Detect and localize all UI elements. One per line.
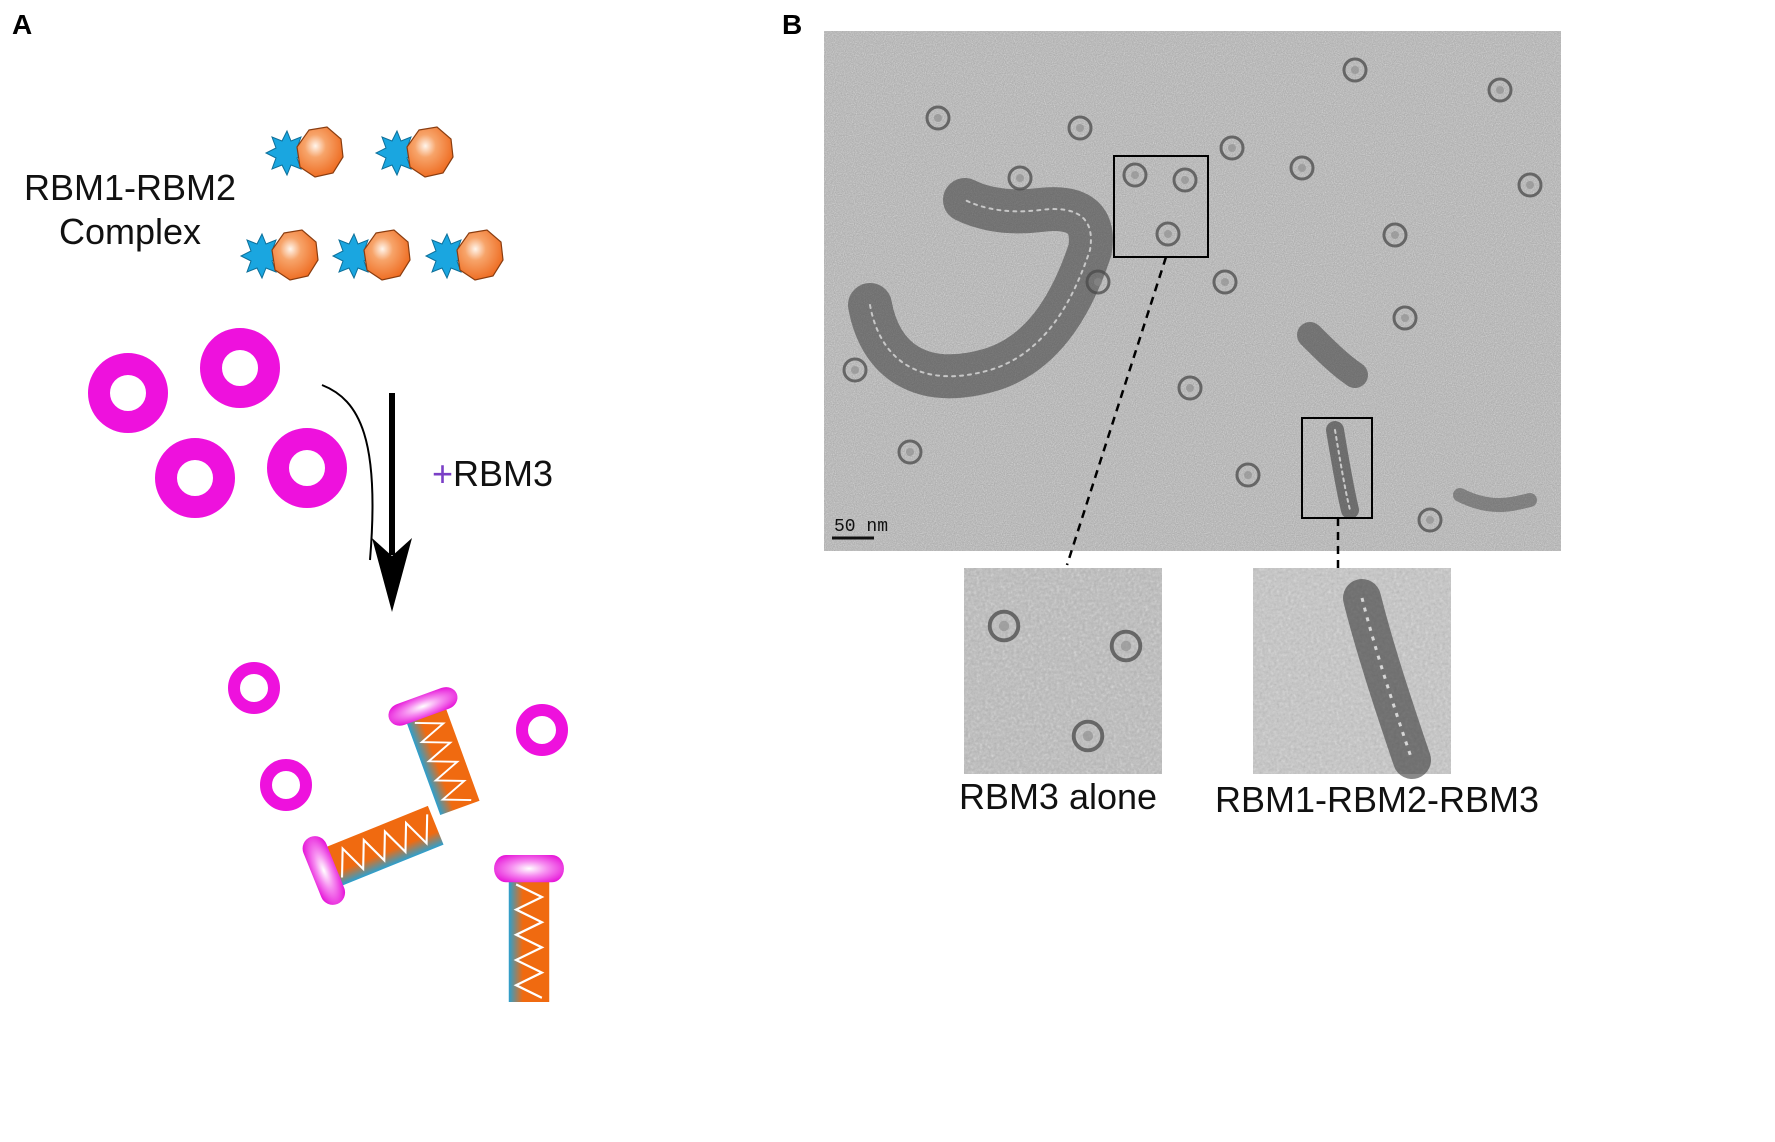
rbm-pair (240, 229, 319, 281)
rbm3-ring (267, 428, 347, 508)
complex-label-line1: RBM1-RBM2 (24, 167, 236, 208)
inset-right-caption: RBM1-RBM2-RBM3 (1215, 779, 1539, 820)
rbm1-rbm2-pairs (240, 126, 504, 281)
inset-left-caption: RBM3 alone (959, 776, 1157, 817)
complex-label-line2: Complex (59, 211, 201, 252)
rbm3-ring (155, 438, 235, 518)
inset-rbm1-rbm2-rbm3 (1253, 568, 1451, 779)
stalk-assembly (297, 790, 451, 910)
rbm3-ring (200, 328, 280, 408)
rbm3-ring (516, 704, 568, 756)
helical-assembly (848, 178, 1537, 519)
rbm3-rings (88, 328, 347, 518)
rbm-pair (265, 126, 344, 178)
rbm3-ring (228, 662, 280, 714)
scale-bar: 50 nm (832, 517, 888, 540)
plus-rbm3-label: +RBM3 (432, 453, 553, 494)
zoom-leader-lines (1065, 256, 1340, 570)
zoom-box-left (1113, 155, 1209, 258)
reaction-arrow (321, 384, 412, 612)
em-micrograph: 50 nm (824, 31, 1561, 551)
scale-bar-label: 50 nm (834, 517, 888, 537)
rbm-pair (332, 229, 411, 281)
rbm-pair (375, 126, 454, 178)
complex-label: RBM1-RBM2 Complex (24, 167, 236, 252)
rbm3-reagent: RBM3 (453, 453, 553, 494)
rbm3-ring (260, 759, 312, 811)
inset-rbm3-alone (964, 568, 1162, 774)
free-rbm3-rings (228, 662, 568, 811)
stalk-assembly (492, 853, 566, 1004)
panel-b-label: B (782, 9, 802, 40)
stalk-assembly (384, 682, 495, 822)
panel-a-label: A (12, 9, 32, 40)
rbm-pair (425, 229, 504, 281)
plus-sign: + (432, 453, 453, 494)
rbm3-ring (88, 353, 168, 433)
